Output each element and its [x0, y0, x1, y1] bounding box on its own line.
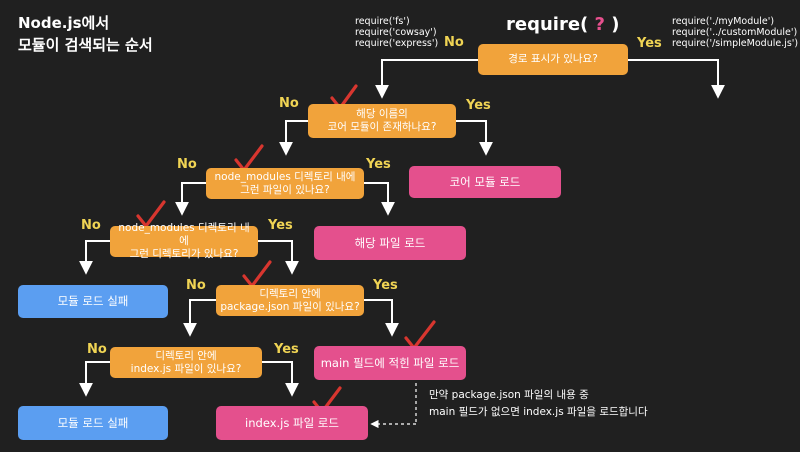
diagram-title: Node.js에서 모듈이 검색되는 순서: [18, 12, 153, 56]
file-load-node: 해당 파일 로드: [314, 226, 466, 260]
nm-dir-check-node: node_modules 디렉토리 내에 그런 디렉토리가 있나요?: [110, 222, 258, 260]
label-index-yes: Yes: [274, 342, 299, 357]
fail-node-2: 모듈 로드 실패: [18, 406, 168, 440]
label-index-no: No: [87, 342, 107, 357]
question-mark: ?: [594, 14, 605, 35]
right-example: require('./myModule'): [672, 16, 775, 27]
arrow-index-no: [79, 361, 110, 397]
label-nm-dir-yes: Yes: [268, 218, 293, 233]
check-mark-main: [404, 320, 436, 350]
arrow-nm-dir-no: [79, 240, 110, 275]
arrow-core-no: [279, 120, 308, 156]
core-check-node: 해당 이름의 코어 모듈이 존재하나요?: [308, 104, 456, 138]
require-suffix: ): [611, 14, 620, 35]
left-example: require('express'): [355, 38, 439, 49]
right-example: require('../customModule'): [672, 27, 798, 38]
diagram-title-line-2: 모듈이 검색되는 순서: [18, 36, 153, 54]
arrow-nm-file-no: [175, 182, 206, 216]
main-load-node: main 필드에 적힌 파일 로드: [314, 346, 466, 380]
label-path-no: No: [444, 35, 464, 50]
fail-node-1: 모듈 로드 실패: [18, 285, 168, 318]
arrow-path-yes: [628, 59, 725, 99]
right-example: require('/simpleModule.js'): [672, 38, 799, 49]
left-example: require('fs'): [355, 16, 410, 27]
index-fallback-note: 만약 package.json 파일의 내용 중 main 필드가 없으면 in…: [429, 389, 648, 418]
label-path-yes: Yes: [637, 36, 662, 51]
require-prefix: require(: [506, 14, 589, 35]
check-mark-pkg: [242, 260, 272, 288]
label-pkg-no: No: [186, 278, 206, 293]
label-core-no: No: [279, 96, 299, 111]
label-nm-file-yes: Yes: [366, 157, 391, 172]
left-example: require('cowsay'): [355, 27, 437, 38]
nm-file-check-node: node_modules 디렉토리 내에 그런 파일이 있나요?: [206, 168, 364, 199]
arrow-path-no: [375, 59, 478, 99]
check-mark-nm-file: [234, 144, 264, 172]
label-core-yes: Yes: [466, 98, 491, 113]
arrow-nm-file-yes: [364, 182, 395, 216]
require-title: require( ? ): [506, 14, 620, 35]
diagram-title-line-1: Node.js에서: [18, 14, 110, 32]
arrow-core-yes: [456, 120, 493, 156]
core-load-node: 코어 모듈 로드: [409, 166, 561, 198]
path-check-node: 경로 표시가 있나요?: [478, 44, 628, 75]
index-load-node: index.js 파일 로드: [216, 406, 368, 440]
arrow-pkg-yes: [364, 299, 399, 337]
label-nm-dir-no: No: [81, 218, 101, 233]
right-require-examples: require('./myModule') require('../custom…: [672, 16, 798, 49]
arrow-pkg-no: [183, 299, 216, 337]
label-pkg-yes: Yes: [373, 278, 398, 293]
pkg-check-node: 디렉토리 안에 package.json 파일이 있나요?: [216, 285, 364, 316]
index-check-node: 디렉토리 안에 index.js 파일이 있나요?: [110, 347, 262, 378]
label-nm-file-no: No: [177, 157, 197, 172]
arrow-index-yes: [262, 361, 299, 397]
arrow-nm-dir-yes: [258, 240, 299, 275]
left-require-examples: require('fs') require('cowsay') require(…: [355, 16, 438, 49]
